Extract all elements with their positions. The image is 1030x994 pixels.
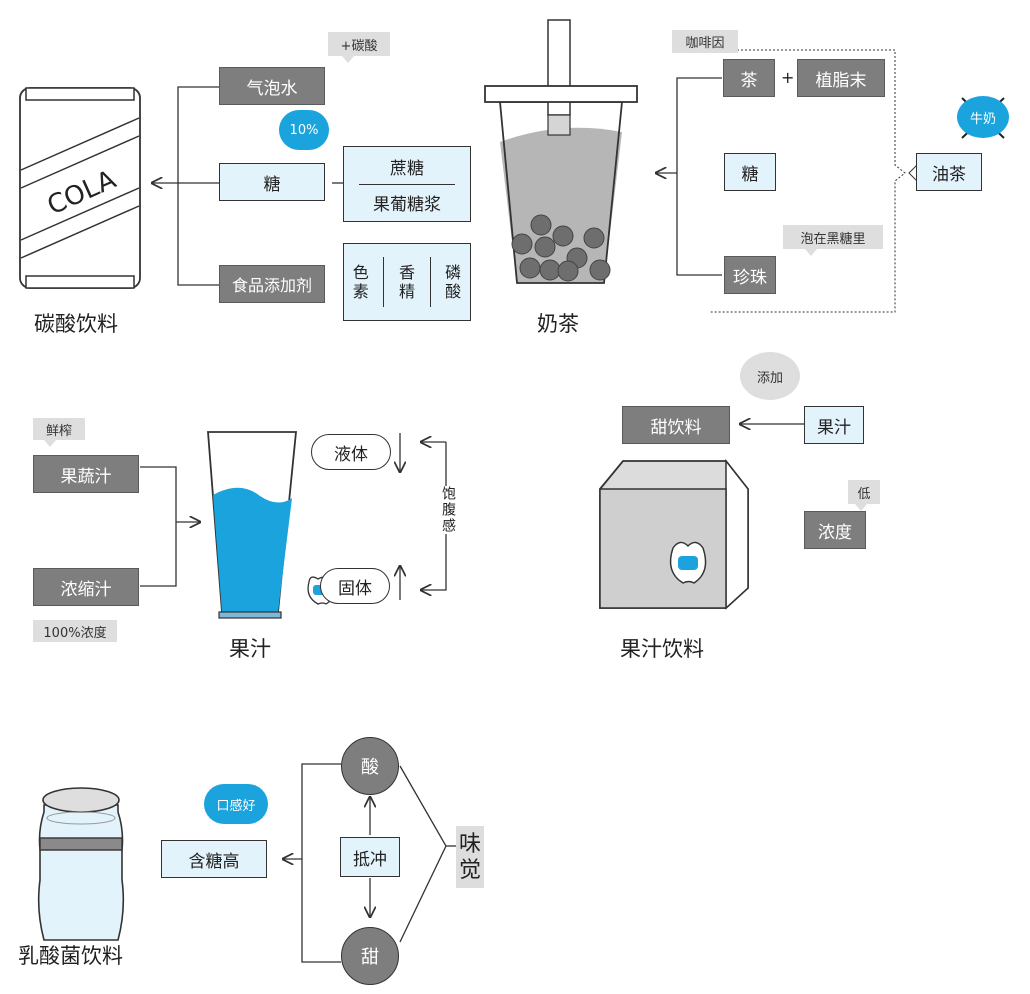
low-note: 低 — [848, 480, 880, 511]
mouthfeel-badge: 口感好 — [204, 784, 268, 824]
cola-can-icon — [19, 87, 141, 289]
fresh-note: 鲜榨 — [33, 418, 85, 447]
oil-tea-box: 油茶 — [916, 153, 982, 191]
satiety-label: 饱腹感 — [438, 486, 458, 534]
solid-pill: 固体 — [320, 568, 390, 604]
cola-bracket-lines — [152, 86, 344, 286]
concentration-box: 浓度 — [804, 511, 866, 549]
additive-colorant: 色素 — [352, 263, 369, 301]
milk-crossed-badge: 牛奶 — [957, 96, 1009, 138]
caffeine-note: 咖啡因 — [672, 30, 738, 53]
juice-box: 果汁 — [804, 406, 864, 444]
juice-drink-caption: 果汁饮料 — [620, 637, 704, 661]
additive-phosphoric: 磷酸 — [445, 263, 462, 301]
milk-tea-cup-icon — [484, 19, 638, 284]
creamer-box: 植脂末 — [797, 59, 885, 97]
sweet-circle: 甜 — [341, 927, 399, 985]
additive-flavor: 香精 — [398, 263, 415, 301]
sugar-percent-badge: 10% — [279, 110, 329, 150]
liquid-pill: 液体 — [311, 434, 391, 470]
juice-caption: 果汁 — [229, 637, 271, 661]
milk-tea-bracket-lines — [656, 49, 918, 313]
milk-tea-sugar-box: 糖 — [724, 153, 776, 191]
milk-tea-caption: 奶茶 — [537, 312, 579, 336]
offset-box: 抵冲 — [340, 837, 400, 877]
sugar-types-divider — [359, 183, 455, 185]
concentration-note: 100%浓度 — [33, 620, 117, 642]
tea-box: 茶 — [723, 59, 775, 97]
additives-box: 食品添加剂 — [219, 265, 325, 303]
sweet-drink-box: 甜饮料 — [622, 406, 730, 444]
plus-sign: + — [781, 68, 795, 87]
juice-carton-icon — [599, 458, 749, 610]
lactic-caption: 乳酸菌饮料 — [18, 944, 123, 968]
sugar-box: 糖 — [219, 163, 325, 201]
cola-caption: 碳酸饮料 — [34, 312, 118, 336]
sugar-types-box: 蔗糖 果葡糖浆 — [343, 146, 471, 222]
lactic-bracket-lines — [283, 763, 456, 963]
sour-circle: 酸 — [341, 737, 399, 795]
hfcs-label: 果葡糖浆 — [373, 194, 441, 215]
pearls-note: 泡在黑糖里 — [783, 225, 883, 256]
carbonation-note: +碳酸 — [328, 32, 390, 63]
high-sugar-box: 含糖高 — [161, 840, 267, 878]
sucrose-label: 蔗糖 — [390, 158, 424, 179]
fruit-veg-juice-box: 果蔬汁 — [33, 455, 139, 493]
taste-label: 味觉 — [456, 826, 484, 888]
concentrate-box: 浓缩汁 — [33, 568, 139, 606]
add-bubble: 添加 — [740, 352, 800, 400]
additive-types-box: 色素 香精 磷酸 — [343, 243, 471, 321]
pearls-box: 珍珠 — [724, 256, 776, 294]
sparkling-water-box: 气泡水 — [219, 67, 325, 105]
juice-glass-icon — [207, 431, 297, 619]
lactic-bottle-icon — [37, 787, 125, 941]
